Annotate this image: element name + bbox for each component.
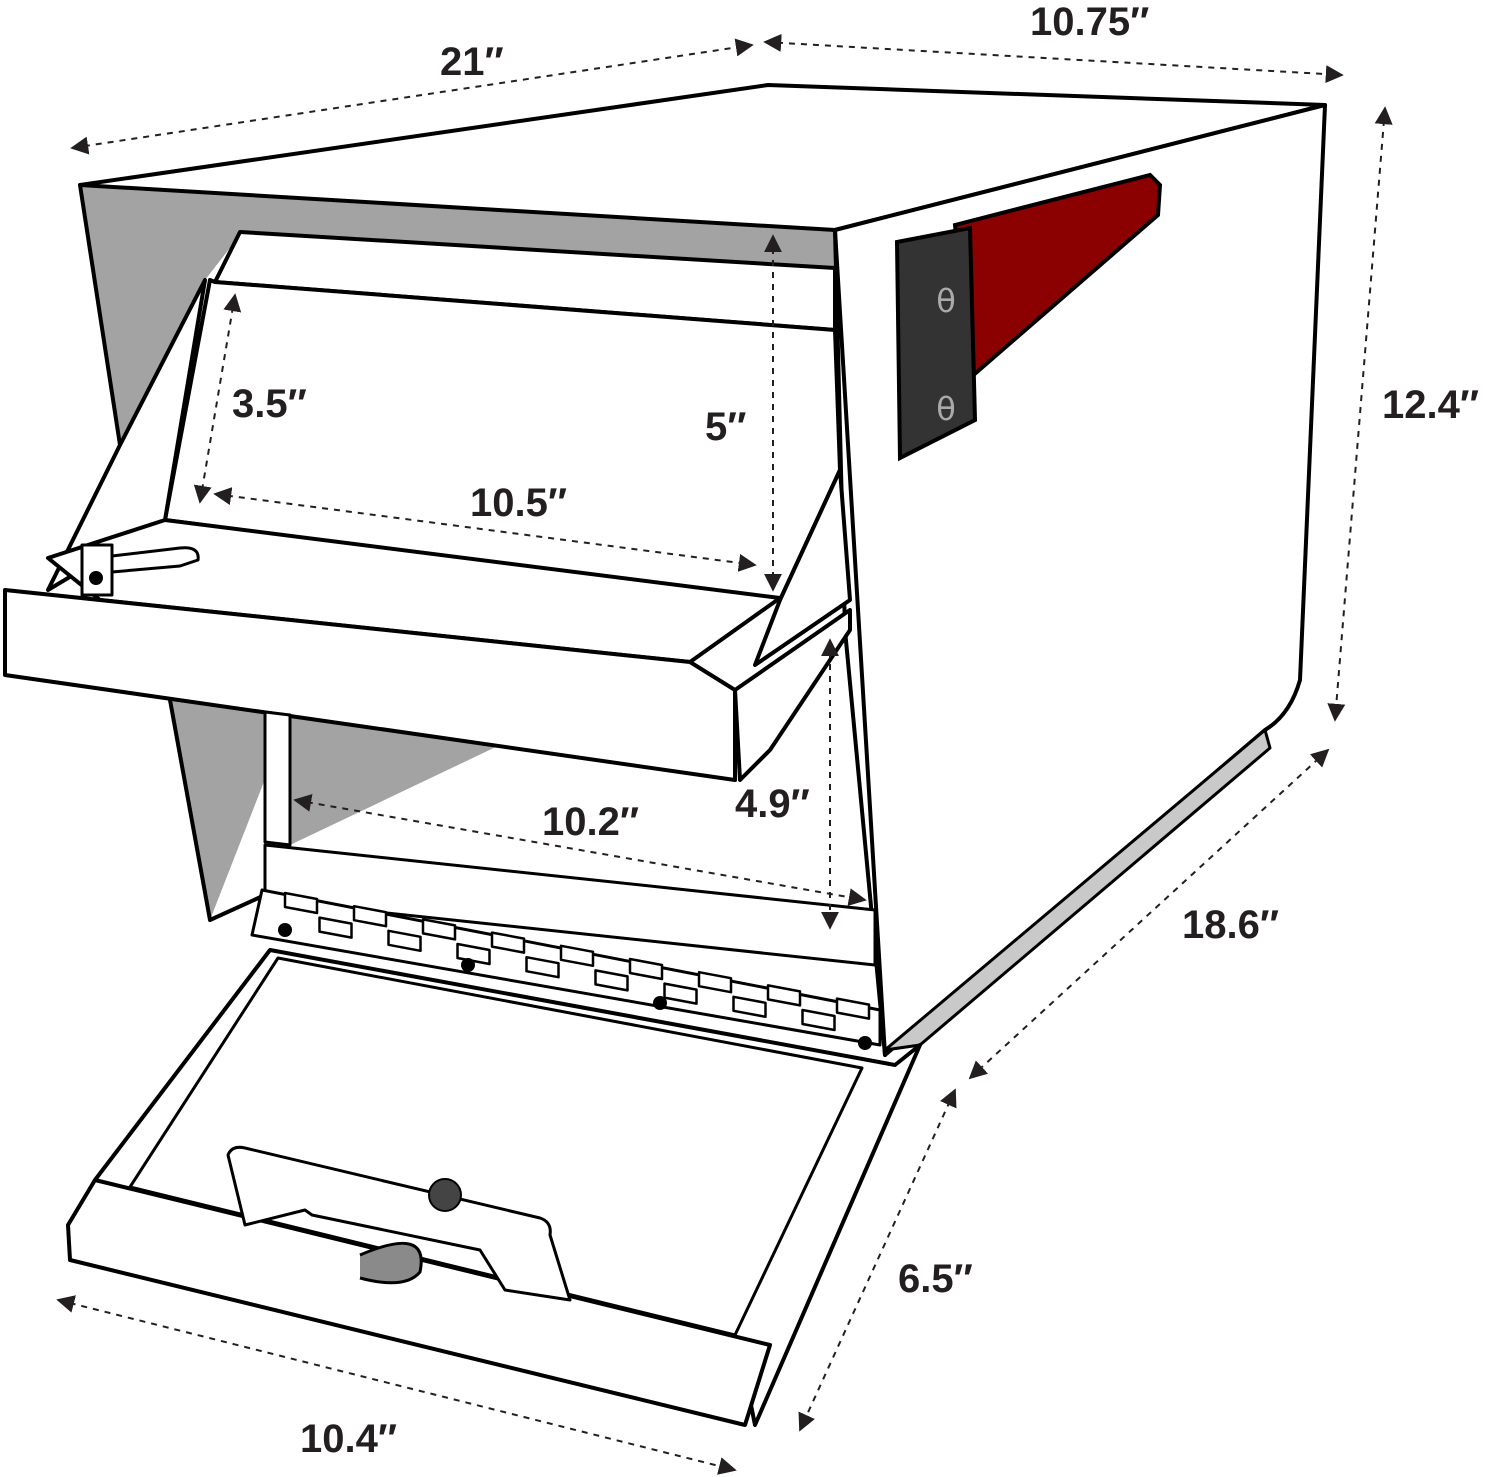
hinge-knuckle	[387, 929, 422, 953]
label-opening-height: 4.9″	[735, 782, 810, 826]
flap-right-side	[753, 468, 852, 667]
hinge-knuckle	[697, 970, 733, 994]
hinge-knuckle	[801, 1008, 836, 1032]
label-base-depth: 18.6″	[1182, 903, 1279, 947]
hinge-knuckle	[835, 997, 871, 1020]
label-slot-width: 10.5″	[470, 481, 567, 525]
label-flap-height: 3.5″	[232, 382, 307, 426]
hinge-knuckle	[421, 918, 457, 941]
dimension-lines	[56, 33, 1393, 1475]
dim-line-door-width	[56, 1295, 737, 1475]
flag-mount	[894, 225, 978, 462]
left-wall-edge	[78, 183, 122, 447]
dim-line-base-depth	[968, 748, 1330, 1080]
opening-left-jamb	[263, 710, 292, 847]
label-door-height: 6.5″	[898, 1257, 973, 1301]
label-depth-top: 21″	[440, 40, 504, 84]
dim-line-door-height	[798, 1088, 957, 1432]
label-opening-width: 10.2″	[542, 800, 639, 844]
hinge-knuckle	[352, 904, 388, 928]
flag: θ θ	[894, 172, 1163, 462]
hinge-knuckles	[283, 891, 871, 1032]
hinge-knuckle	[663, 982, 698, 1005]
front-frame-edge	[833, 228, 887, 1057]
hinge-screw-1	[278, 923, 292, 937]
dim-line-opening-width	[293, 793, 867, 907]
hinge-knuckle	[628, 957, 664, 981]
hinge-knuckle	[318, 916, 353, 939]
lock-knob	[428, 1178, 462, 1212]
label-width-top: 10.75″	[1030, 0, 1149, 44]
dimension-labels: 21″ 10.75″ 12.4″ 3.5″ 5″ 10.5″ 10.2″ 4.9…	[232, 0, 1479, 1461]
hinge-knuckle	[766, 984, 802, 1007]
hinge-screw-2	[461, 958, 475, 972]
left-lower-wall	[168, 698, 267, 922]
hinge-screw-3	[653, 996, 667, 1010]
latch	[80, 543, 200, 597]
dim-line-width-top	[763, 33, 1344, 84]
lock-hook	[359, 1241, 423, 1285]
hinge-knuckle	[525, 955, 560, 979]
hinge-knuckle	[594, 969, 629, 992]
hinge-knuckle	[490, 931, 526, 954]
label-door-width: 10.4″	[300, 1417, 397, 1461]
flap-left-side	[46, 278, 207, 592]
hinge-knuckle	[732, 995, 767, 1019]
flag-screw-icon-2: θ	[936, 390, 956, 428]
hinge-knuckle	[559, 944, 595, 968]
dim-line-height	[1327, 106, 1393, 722]
label-height: 12.4″	[1382, 383, 1479, 427]
hinge	[250, 888, 882, 1050]
hinge-screw-4	[858, 1036, 872, 1050]
flap-tray-front	[3, 588, 737, 782]
flag-screw-icon-1: θ	[936, 282, 956, 320]
label-slot-height: 5″	[705, 405, 746, 449]
rear-wall-shade	[80, 185, 835, 445]
lock-plate	[226, 1145, 572, 1302]
